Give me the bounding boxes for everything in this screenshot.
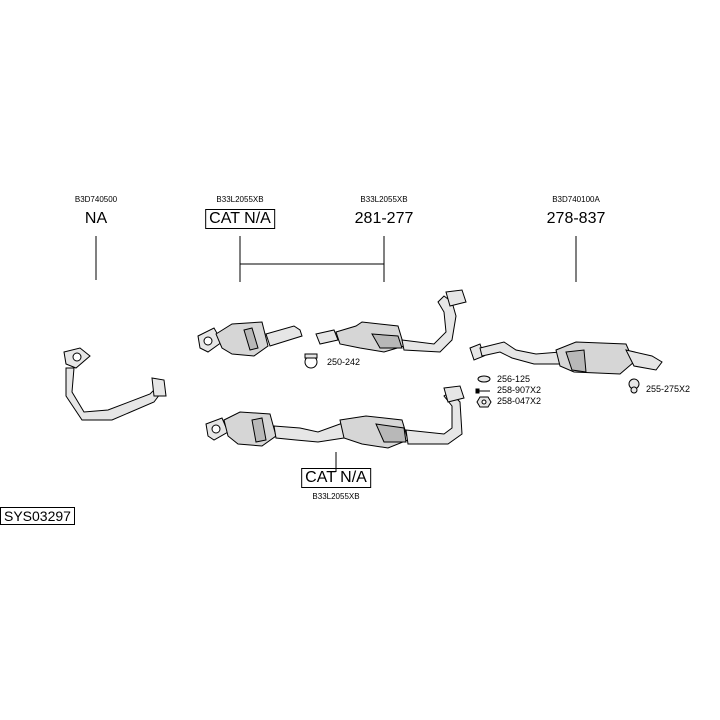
leader-lines — [95, 236, 577, 472]
bolt-icon — [475, 388, 490, 394]
upper-middle-pipe-part[interactable] — [315, 289, 467, 353]
nut-icon — [476, 396, 492, 408]
part-number-lower-assembly[interactable]: CAT N/A — [301, 468, 371, 488]
clamp-icon — [304, 353, 318, 369]
accessory-gasket-label[interactable]: 256-125 — [497, 374, 531, 384]
rubber-hanger-icon — [628, 378, 640, 394]
part-code-front-pipe: B3D740500 — [74, 195, 118, 204]
front-pipe-part[interactable] — [63, 347, 167, 421]
part-code-lower-assembly: B33L2055XB — [312, 492, 360, 501]
gasket-ring-icon — [477, 375, 491, 383]
accessory-hanger-label[interactable]: 255-275X2 — [646, 384, 691, 394]
accessory-clamp-label[interactable]: 250-242 — [327, 357, 361, 367]
part-code-upper-catalyst: B33L2055XB — [216, 195, 264, 204]
rear-silencer-part[interactable] — [469, 341, 663, 375]
part-number-front-pipe[interactable]: NA — [84, 210, 108, 227]
part-code-rear-silencer: B3D740100A — [552, 195, 600, 204]
part-number-rear-silencer[interactable]: 278-837 — [546, 210, 606, 227]
part-number-middle-pipe[interactable]: 281-277 — [354, 210, 414, 227]
lower-assembly-part[interactable] — [205, 385, 465, 449]
upper-catalyst-part[interactable] — [197, 321, 303, 357]
part-code-middle-pipe: B33L2055XB — [360, 195, 408, 204]
accessory-bolt-label[interactable]: 258-907X2 — [497, 385, 542, 395]
system-id-label: SYS03297 — [0, 507, 75, 525]
part-number-upper-catalyst[interactable]: CAT N/A — [205, 209, 275, 229]
accessory-nut-label[interactable]: 258-047X2 — [497, 396, 542, 406]
